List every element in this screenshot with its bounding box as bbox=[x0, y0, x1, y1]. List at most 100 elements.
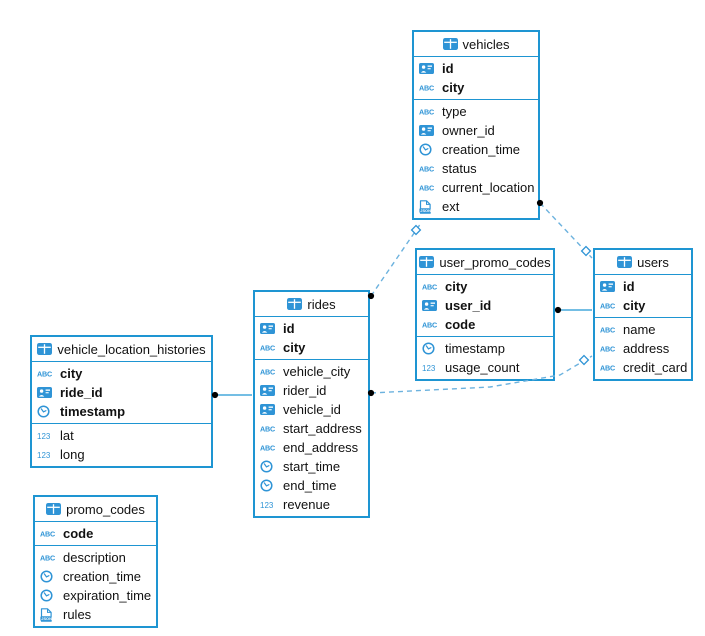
table-field-row[interactable]: owner_id bbox=[414, 121, 538, 140]
table-header[interactable]: rides bbox=[255, 292, 368, 317]
table-icon bbox=[442, 38, 458, 50]
field-label: start_address bbox=[283, 421, 362, 436]
table-header[interactable]: vehicles bbox=[414, 32, 538, 57]
field-label: rules bbox=[63, 607, 92, 622]
text-abc-icon: ABC bbox=[260, 367, 277, 376]
table-key-field-row[interactable]: id bbox=[414, 59, 538, 78]
text-abc-icon: ABC bbox=[260, 343, 277, 352]
table-field-row[interactable]: expiration_time bbox=[35, 586, 156, 605]
num-123-icon: 123 bbox=[37, 450, 54, 459]
svg-text:ABC: ABC bbox=[260, 344, 275, 352]
svg-text:ABC: ABC bbox=[419, 165, 434, 173]
table-field-row[interactable]: creation_time bbox=[35, 567, 156, 586]
table-key-field-row[interactable]: ABC city bbox=[255, 338, 368, 357]
table-field-row[interactable]: ABC name bbox=[595, 320, 691, 339]
field-label: id bbox=[623, 279, 635, 294]
field-label: creation_time bbox=[63, 569, 142, 584]
table-field-row[interactable]: ABC vehicle_city bbox=[255, 362, 368, 381]
table-field-row[interactable]: rider_id bbox=[255, 381, 368, 400]
table-header[interactable]: vehicle_location_histories bbox=[32, 337, 211, 362]
svg-text:123: 123 bbox=[422, 364, 436, 372]
table-field-row[interactable]: creation_time bbox=[414, 140, 538, 159]
text-abc-icon: ABC bbox=[419, 164, 436, 173]
id-badge-icon bbox=[260, 385, 277, 396]
field-label: name bbox=[623, 322, 656, 337]
svg-text:JSON: JSON bbox=[41, 616, 52, 621]
clock-icon bbox=[37, 405, 54, 418]
relationship-connector-rides-vehicles[interactable] bbox=[370, 222, 422, 297]
field-label: ride_id bbox=[60, 385, 103, 400]
table-key-field-row[interactable]: id bbox=[255, 319, 368, 338]
text-abc-icon: ABC bbox=[260, 443, 277, 452]
table-field-row[interactable]: timestamp bbox=[417, 339, 553, 358]
id-badge-icon bbox=[422, 300, 439, 311]
table-key-field-row[interactable]: ride_id bbox=[32, 383, 211, 402]
table-key-field-row[interactable]: id bbox=[595, 277, 691, 296]
table-icon bbox=[287, 298, 303, 310]
table-field-row[interactable]: JSON rules bbox=[35, 605, 156, 624]
table-key-field-row[interactable]: timestamp bbox=[32, 402, 211, 421]
field-label: description bbox=[63, 550, 126, 565]
num-123-icon: 123 bbox=[37, 431, 54, 440]
field-label: timestamp bbox=[60, 404, 126, 419]
table-key-field-row[interactable]: user_id bbox=[417, 296, 553, 315]
table-header[interactable]: users bbox=[595, 250, 691, 275]
relationship-connector-rides-users[interactable] bbox=[370, 355, 593, 394]
field-label: address bbox=[623, 341, 670, 356]
svg-text:ABC: ABC bbox=[600, 326, 615, 334]
id-badge-icon bbox=[260, 404, 277, 415]
table-icon bbox=[617, 256, 633, 268]
table-field-row[interactable]: start_time bbox=[255, 457, 368, 476]
clock-icon bbox=[40, 589, 57, 602]
svg-text:ABC: ABC bbox=[260, 368, 275, 376]
field-label: creation_time bbox=[442, 142, 521, 157]
field-label: city bbox=[283, 340, 306, 355]
table-title: user_promo_codes bbox=[439, 254, 551, 270]
svg-text:ABC: ABC bbox=[37, 370, 52, 378]
table-field-row[interactable]: vehicle_id bbox=[255, 400, 368, 419]
table-field-row[interactable]: ABC start_address bbox=[255, 419, 368, 438]
field-label: vehicle_city bbox=[283, 364, 351, 379]
field-label: id bbox=[283, 321, 295, 336]
table-header[interactable]: promo_codes bbox=[35, 497, 156, 522]
id-badge-icon bbox=[260, 323, 277, 334]
table-header[interactable]: user_promo_codes bbox=[417, 250, 553, 275]
svg-text:ABC: ABC bbox=[260, 425, 275, 433]
table-icon bbox=[37, 343, 53, 355]
table-field-row[interactable]: end_time bbox=[255, 476, 368, 495]
table-title: vehicle_location_histories bbox=[57, 341, 206, 357]
text-abc-icon: ABC bbox=[419, 83, 436, 92]
json-doc-icon: JSON bbox=[419, 199, 436, 214]
